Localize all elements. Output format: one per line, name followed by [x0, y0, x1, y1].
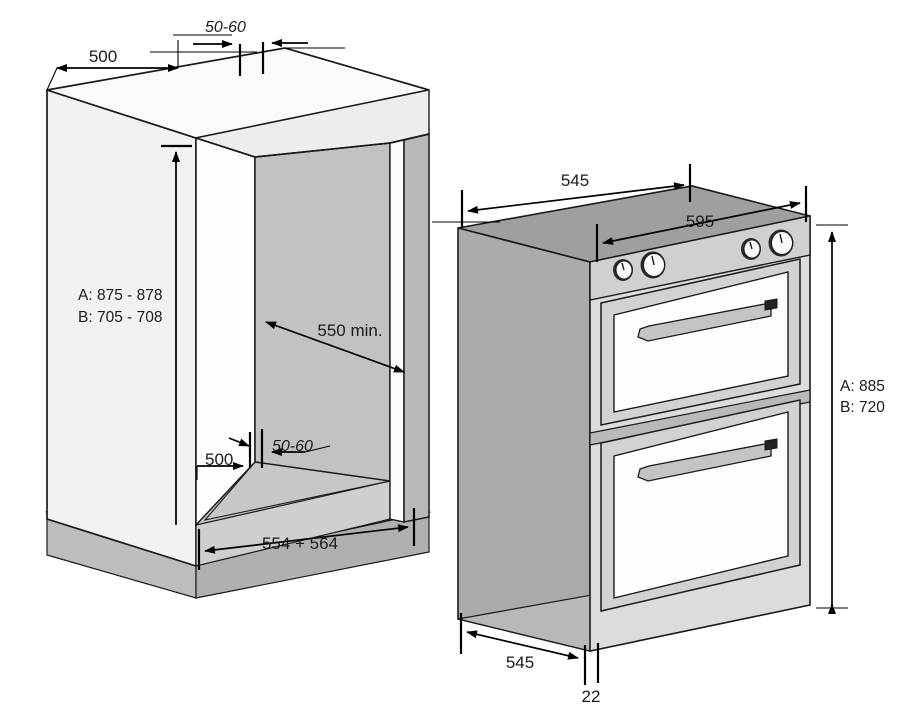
cabinet-interior-back-panel — [254, 142, 391, 482]
dim-cabinet-width: 554 + 564 — [197, 508, 416, 570]
dim-label-cab-height-a: A: 875 - 878 — [78, 287, 162, 304]
knob-large-right[interactable] — [768, 229, 794, 257]
dim-label-cab-inner-500: 500 — [205, 450, 233, 469]
dim-label-cab-width: 554 + 564 — [262, 534, 338, 553]
dim-oven-depth-bottom-545: 545 — [459, 613, 579, 672]
knob-large-left[interactable] — [640, 251, 666, 279]
dim-cabinet-inner-5060: 50-60 — [248, 429, 331, 468]
lower-door-handle[interactable] — [637, 438, 778, 482]
cabinet-right-outer-panel — [403, 133, 430, 523]
dim-label-oven-depth-bottom: 545 — [506, 653, 534, 672]
cabinet-left-side-panel — [46, 88, 197, 568]
dim-label-cab-top-5060: 50-60 — [205, 19, 246, 36]
oven-mid-divider — [589, 389, 811, 446]
oven-left-side-panel — [457, 226, 591, 653]
dim-oven-depth-top-545: 545 — [432, 164, 692, 228]
dim-label-oven-height-a: A: 885 — [840, 378, 885, 395]
dim-oven-width-595: 595 — [595, 186, 808, 262]
dim-label-cab-top-500: 500 — [89, 47, 117, 66]
dim-cabinet-height: A: 875 - 878 B: 705 - 708 — [78, 144, 192, 525]
dim-label-cab-height-b: B: 705 - 708 — [78, 309, 162, 326]
upper-door[interactable] — [600, 258, 801, 426]
oven-group: 545 595 A: 885 B: 720 — [432, 164, 885, 706]
dim-cabinet-inner-500: 500 — [196, 437, 250, 480]
knob-small-left[interactable] — [613, 259, 633, 281]
dim-label-oven-height-b: B: 720 — [840, 399, 885, 416]
knob-small-right[interactable] — [741, 238, 761, 260]
cabinet-right-inner-frame — [389, 139, 405, 523]
dim-label-oven-depth-top: 545 — [561, 171, 589, 190]
dim-cabinet-top-5060: 50-60 — [173, 19, 345, 76]
dim-cabinet-depth-550: 550 min. — [265, 321, 405, 373]
dim-label-cab-inner-5060: 50-60 — [272, 438, 313, 455]
dim-label-cab-depth-550: 550 min. — [317, 321, 382, 340]
lower-door[interactable] — [600, 399, 801, 612]
upper-door-glass — [613, 271, 789, 413]
upper-door-handle[interactable] — [637, 298, 778, 342]
cabinet-group: 500 50-60 A: 875 - 878 B: 705 - 708 — [44, 19, 432, 599]
dim-oven-height: A: 885 B: 720 — [816, 224, 885, 614]
dim-label-oven-door-22: 22 — [582, 687, 601, 706]
dim-oven-door-22: 22 — [582, 643, 601, 706]
dim-label-oven-width: 595 — [686, 212, 714, 231]
